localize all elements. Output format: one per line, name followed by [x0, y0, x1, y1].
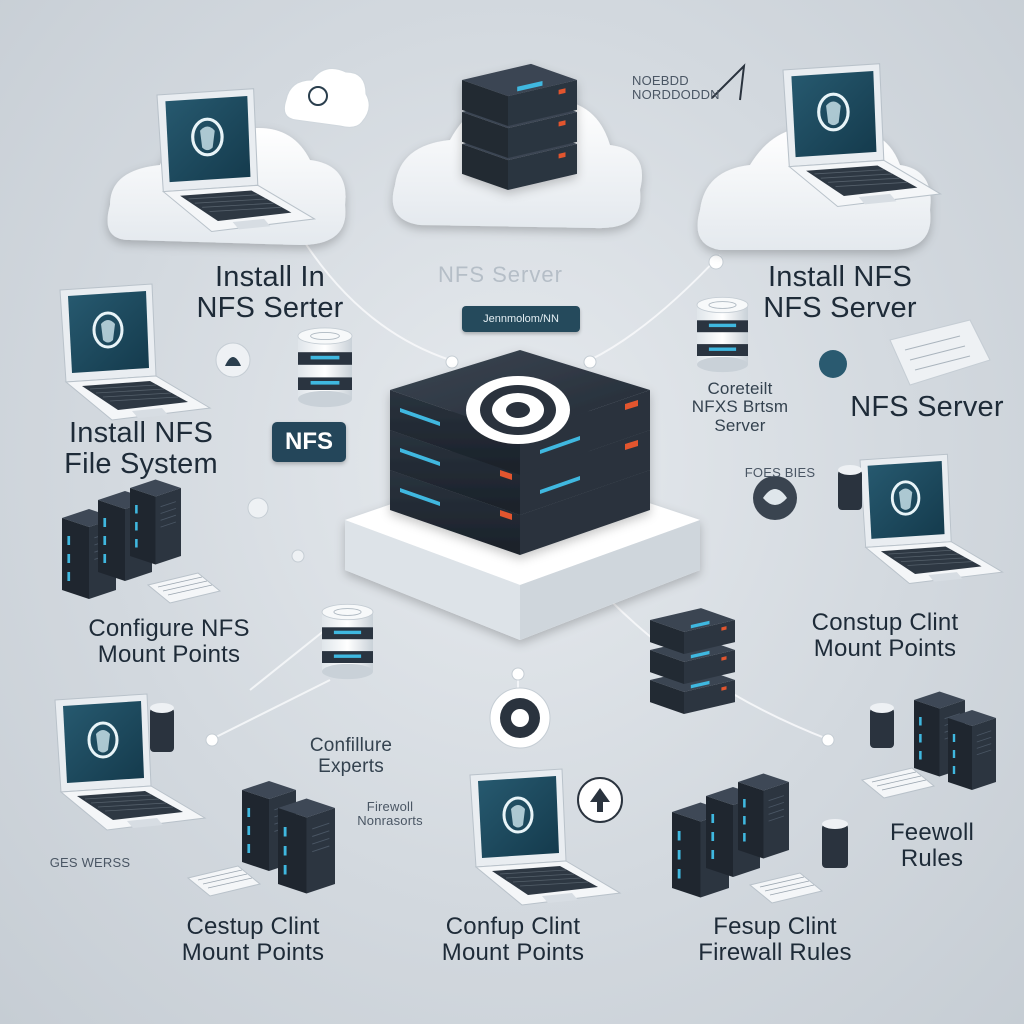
- database-icon: [321, 603, 374, 680]
- label-noebdd: NOEBDD NORDDODDN: [632, 73, 742, 103]
- label-line: Mount Points: [181, 938, 325, 966]
- label-line: File System: [64, 448, 218, 481]
- cloud-icon: [283, 67, 370, 128]
- document-icon: [889, 319, 991, 386]
- keyboard-icon: [861, 767, 935, 799]
- label-ges-werss: GES WERSS: [49, 855, 131, 870]
- label-line: NFXS Brtsm: [691, 397, 789, 417]
- server-stack-icon: [650, 608, 735, 714]
- connector-line: [589, 254, 721, 361]
- label-install-in-nfs-server: Install In NFS Serter: [170, 261, 370, 325]
- connector-node: [583, 355, 597, 369]
- connector-node: [445, 355, 459, 369]
- server-tower-icon: [241, 780, 336, 894]
- label-install-nfs-file-system: Install NFS File System: [36, 417, 246, 481]
- server-stack-icon: [462, 63, 577, 190]
- label-line: Experts: [318, 755, 384, 777]
- central-nfs-server: [345, 350, 700, 640]
- connector-node: [708, 254, 724, 270]
- label-line: NOEBDD: [632, 73, 689, 88]
- target-icon: [489, 687, 551, 749]
- connector-node: [205, 733, 219, 747]
- storage-drive-icon: [838, 465, 862, 510]
- label-line: NORDDODDN: [632, 87, 720, 103]
- label-line: Firewoll: [366, 799, 414, 814]
- server-tower-icon: [671, 773, 790, 898]
- server-tag-pill: Jennmolom/NN: [462, 306, 580, 332]
- connector-line: [299, 234, 451, 361]
- label-coreteilt-server: Coreteilt NFXS Brtsm Server: [670, 379, 810, 435]
- decorative-node-icon: [247, 497, 305, 563]
- label-line: Server: [714, 415, 766, 435]
- label-ghost-nfs-server: NFS Server: [438, 262, 563, 287]
- keyboard-icon: [749, 872, 823, 904]
- label-line: NFS Server: [850, 391, 1004, 423]
- label-line: Mount Points: [97, 640, 241, 668]
- label-line: NFS Serter: [196, 292, 344, 325]
- storage-drive-icon: [822, 819, 848, 868]
- label-line: Coreteilt: [707, 379, 773, 398]
- label-line: Mount Points: [441, 938, 585, 966]
- label-line: Configure NFS: [88, 615, 250, 642]
- label-nfs-server: NFS Server: [832, 391, 1022, 423]
- label-line: Constup Clint: [811, 609, 959, 636]
- shield-icon: [215, 342, 251, 378]
- label-foes-bies: FOES BIES: [744, 465, 816, 480]
- storage-drive-icon: [870, 703, 894, 748]
- label-configure-nfs-mount-points: Configure NFS Mount Points: [44, 616, 294, 668]
- label-feewoll-rules: Feewoll Rules: [862, 820, 1002, 872]
- label-line: Confup Clint: [445, 913, 581, 940]
- label-line: Rules: [900, 844, 964, 872]
- label-line: Install In: [215, 261, 325, 293]
- label-cestup-clint-mount-points: Cestup Clint Mount Points: [148, 914, 358, 966]
- connector-node: [821, 733, 835, 747]
- label-line: Confillure: [309, 735, 393, 756]
- label-line: Mount Points: [813, 634, 957, 662]
- label-line: Nonrasorts: [357, 813, 423, 829]
- keyboard-icon: [187, 865, 261, 897]
- label-line: NFS Server: [763, 292, 917, 325]
- connector-node: [511, 667, 525, 681]
- label-line: Cestup Clint: [186, 913, 320, 940]
- connector-line: [209, 679, 331, 741]
- lock-icon: [753, 476, 797, 520]
- label-fesup-clint-firewall-rules: Fesup Clint Firewall Rules: [660, 914, 890, 966]
- label-confillure-experts: Confillure Experts: [276, 735, 426, 777]
- storage-drive-icon: [150, 703, 174, 752]
- label-line: Fesup Clint: [713, 913, 837, 940]
- nfs-badge: NFS: [272, 422, 346, 462]
- shield-icon: [819, 350, 847, 378]
- label-line: Install NFS: [767, 261, 912, 293]
- arrow-up-icon: [577, 777, 623, 823]
- keyboard-icon: [147, 572, 221, 604]
- label-line: Install NFS: [68, 417, 213, 449]
- server-tower-icon: [913, 691, 997, 791]
- label-line: Firewall Rules: [698, 938, 852, 966]
- label-constup-clint-mount-points: Constup Clint Mount Points: [770, 610, 1000, 662]
- label-install-nfs-server-right: Install NFS NFS Server: [730, 261, 950, 325]
- laptop-icon: [858, 452, 1004, 585]
- arrow-icon: [711, 63, 746, 101]
- label-confup-clint-mount-points: Confup Clint Mount Points: [408, 914, 618, 966]
- database-icon: [297, 327, 353, 408]
- laptop-icon: [53, 692, 207, 832]
- label-line: Feewoll: [889, 819, 975, 846]
- label-firewoll: Firewoll Nonrasorts: [330, 799, 450, 829]
